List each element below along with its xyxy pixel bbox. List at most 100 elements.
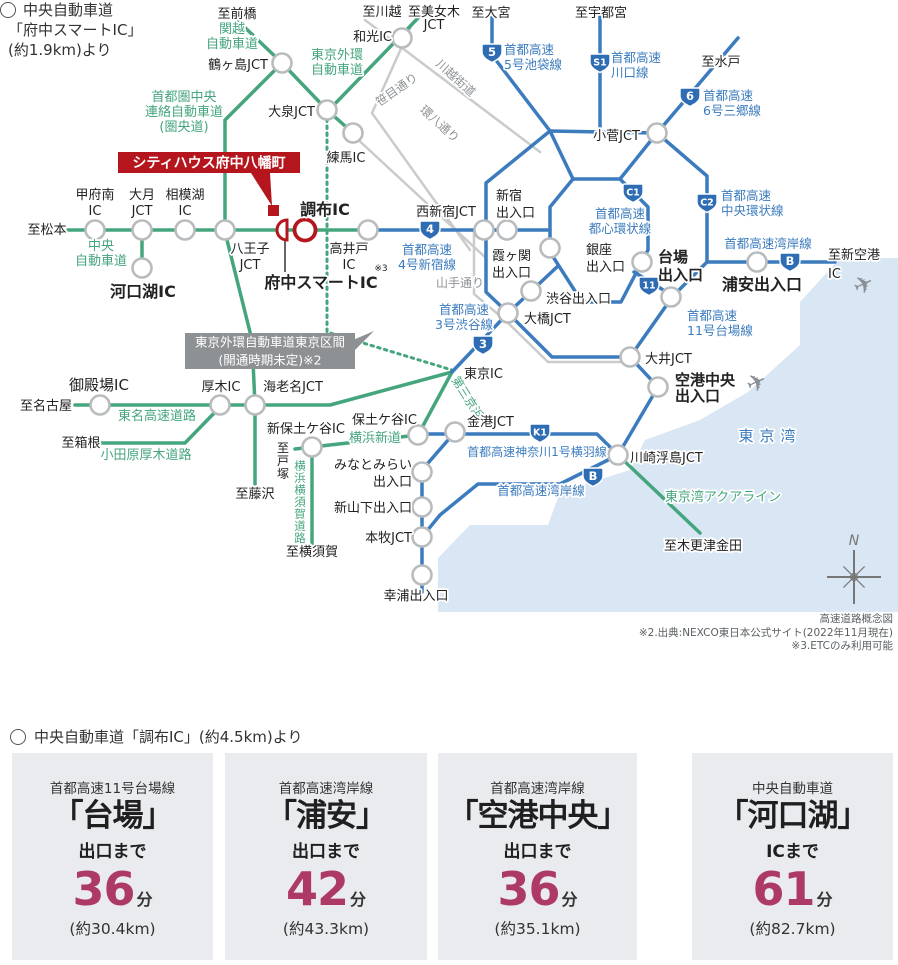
map-label: 首都高速川口線 [611, 50, 662, 80]
map-label: 浦安出入口 [722, 275, 802, 294]
map-label: 中央自動車道 [75, 239, 127, 269]
hodogaya-ic-node [407, 424, 429, 446]
map-label: 新宿出入口 [496, 188, 535, 221]
gaikan-note-pointer [353, 331, 374, 352]
route-shield-4: 4 [419, 220, 441, 241]
map-label: 至大宮 [471, 5, 510, 21]
heading-chofu-ic: 中央自動車道「調布IC」(約4.5km)より [10, 726, 302, 747]
map-label: 大井JCT [645, 352, 692, 367]
route-shield-label: 6 [686, 89, 694, 103]
gotemba-ic-node [89, 394, 111, 416]
gaikan-planned-section [325, 110, 454, 372]
map-label: 銀座出入口 [586, 243, 625, 275]
oizumi-jct-node [316, 99, 338, 121]
route-shield-B: B [779, 252, 801, 273]
kawasaki-ukishima-jct-node [607, 444, 629, 466]
map-label: 横浜新道 [349, 430, 401, 446]
nishi-shinjuku-jct-node [473, 219, 495, 241]
map-label: 保土ケ谷IC [352, 413, 417, 428]
odawara-atsugi-road [98, 405, 222, 445]
map-label: 大橋JCT [524, 312, 571, 327]
map-label: 本牧JCT [365, 531, 412, 546]
daiba-exit-node [660, 286, 682, 308]
route-shield-C2: C2 [696, 193, 718, 214]
route-shield-K1: K1 [529, 423, 551, 444]
map-label: 小菅JCT [593, 129, 640, 144]
map-label: 新保土ケ谷IC [267, 421, 345, 437]
map-label: 御殿場IC [69, 376, 129, 394]
route-shield-label: B [786, 254, 795, 268]
heading-right-line1: 中央自動車道 [23, 1, 114, 19]
map-label: 幸浦出入口 [383, 589, 448, 604]
map-label: 府中スマートIC [264, 273, 377, 292]
map-label: 練馬IC [327, 151, 366, 166]
atsugi-ic-node [209, 394, 231, 416]
honmoku-jct-node [411, 526, 433, 548]
heading-chofu-ic-label: 中央自動車道「調布IC」(約4.5km)より [34, 728, 303, 746]
map-label: 新山下出入口 [334, 500, 412, 516]
card-minutes: 61 [752, 861, 815, 916]
route-shield-label: S1 [593, 58, 606, 69]
map-label: 至松本 [27, 223, 66, 238]
map-label: 東京IC [464, 366, 503, 382]
card-distance: (約35.1km) [494, 919, 581, 938]
map-label: 首都高速湾岸線 [724, 236, 812, 251]
tsurugashima-jct-node [271, 52, 293, 74]
route-shield-C1: C1 [622, 183, 644, 204]
kinko-jct-node [444, 421, 466, 443]
map-label: 山手通り [436, 276, 484, 290]
map-label: 金港JCT [467, 414, 514, 430]
property-pointer [251, 173, 272, 206]
map-label: 至名古屋 [20, 398, 72, 414]
map-label: 横浜横須賀道路 [294, 459, 306, 545]
shibuya-exit-node [520, 280, 542, 302]
tokyo-bay [438, 258, 898, 612]
route-map-svg: シティハウス府中八幡町東京外環自動車道東京区間(開通時期未定)※245S16C1… [18, 2, 898, 654]
map-label: 河口湖IC [110, 282, 176, 301]
map-label: 至川越 [362, 5, 401, 20]
map-label: 至宇都宮 [575, 5, 627, 21]
minatomirai-exit-node [411, 461, 433, 483]
map-label: 至木更津金田 [664, 538, 742, 554]
map-label: 関越自動車道 [206, 22, 258, 52]
card-minutes: 42 [285, 861, 349, 916]
map-label: 首都高速中央環状線 [721, 188, 784, 218]
route-shield-B: B [582, 467, 604, 488]
compass-north-label: N [849, 533, 860, 549]
map-label: 至藤沢 [235, 487, 274, 502]
route-shield-label: C1 [626, 188, 640, 199]
card-minutes: 36 [497, 861, 560, 916]
map-label: 東京湾 [738, 427, 801, 445]
map-label: 首都高速都心環状線 [589, 206, 652, 236]
map-label: 空港中央出入口 [675, 371, 736, 405]
map-label: 至箱根 [61, 435, 100, 451]
map-label: 環八通り [417, 103, 462, 146]
card-distance: (約82.7km) [749, 919, 836, 938]
card-distance: (約43.3km) [282, 919, 370, 938]
route-shield-3: 3 [472, 335, 494, 356]
kosuge-jct-node [646, 122, 668, 144]
circle-bullet-icon [10, 728, 26, 745]
map-label: 首都高速神奈川1号横羽線 [467, 444, 607, 459]
card-minutes: 36 [72, 861, 135, 916]
gaikan-note-callout: 東京外環自動車道東京区間(開通時期未定)※2 [185, 333, 355, 369]
sachiura-exit-node [411, 564, 433, 586]
urayasu-exit-node [746, 251, 768, 273]
card-exit-name: 「空港中央」 [447, 798, 629, 834]
kanetsu-expwy [235, 18, 355, 135]
card-suffix: 出口まで [503, 841, 572, 862]
card-minutes-unit: 分 [561, 889, 578, 909]
route-shield-5: 5 [481, 43, 503, 64]
shuto-wangan-east [616, 260, 837, 457]
heading-fuchu-smart-ic: 中央自動車道 「府中スマートIC」 (約1.9km)より [0, 0, 206, 60]
map-label: 台場出入口 [658, 248, 703, 284]
otsuki-jct-node [131, 219, 153, 241]
card-minutes-unit: 分 [350, 889, 367, 909]
